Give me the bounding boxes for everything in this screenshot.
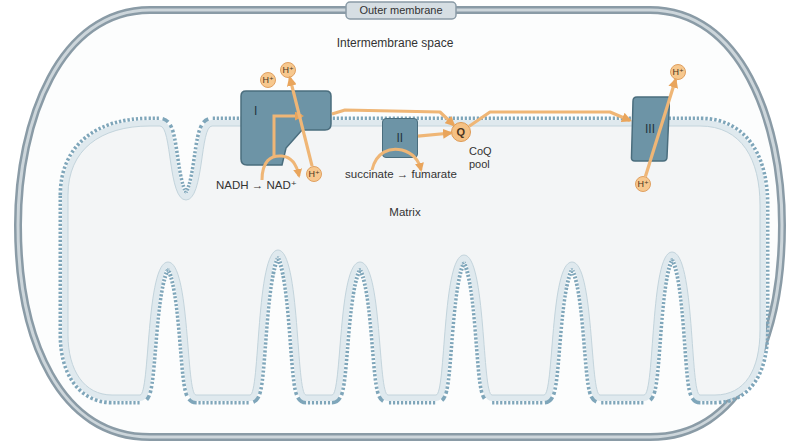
reaction-label: succinate → fumarate xyxy=(345,168,457,180)
proton-circle: H⁺ xyxy=(670,64,686,80)
proton-circle: H⁺ xyxy=(635,176,651,192)
complex-one-outline xyxy=(240,90,332,166)
complex-two: II xyxy=(382,118,418,158)
flow-arrow xyxy=(469,112,630,126)
proton-symbol: H⁺ xyxy=(309,169,320,179)
proton-circle: H⁺ xyxy=(280,62,296,78)
matrix-dots xyxy=(68,126,760,395)
complex-label: III xyxy=(645,122,655,136)
proton-symbol: H⁺ xyxy=(283,65,294,75)
complex-three: III xyxy=(630,96,670,162)
complex-label: II xyxy=(397,131,404,145)
proton-symbol: H⁺ xyxy=(263,75,274,85)
membrane-tab xyxy=(346,2,456,19)
proton-symbol: H⁺ xyxy=(673,67,684,77)
inner-membrane xyxy=(68,126,760,395)
proton-symbol: H⁺ xyxy=(638,179,649,189)
complex-one-shape xyxy=(241,91,331,165)
proton-circle: H⁺ xyxy=(260,72,276,88)
outer-membrane-core xyxy=(18,10,782,437)
membrane-label: Outer membrane xyxy=(346,4,456,16)
flow-arrow xyxy=(418,133,451,136)
complex-label: Q xyxy=(457,126,466,138)
lipid-tails xyxy=(68,126,760,395)
proton-circle: H⁺ xyxy=(306,166,322,182)
complex-label: I xyxy=(254,104,257,118)
complex-one: I xyxy=(240,90,332,166)
coenzyme-q-circle: Q xyxy=(451,122,471,142)
region-label: Intermembrane space xyxy=(320,36,470,50)
lipid-heads xyxy=(68,126,760,395)
matrix-fill xyxy=(68,126,760,395)
reaction-label: NADH → NAD⁺ xyxy=(216,178,297,192)
bilayer-midline xyxy=(68,126,760,395)
pool-label: CoQ pool xyxy=(469,145,503,171)
outer-membrane xyxy=(18,10,782,437)
region-label: Matrix xyxy=(380,206,430,218)
complex-three-shape xyxy=(631,97,669,161)
